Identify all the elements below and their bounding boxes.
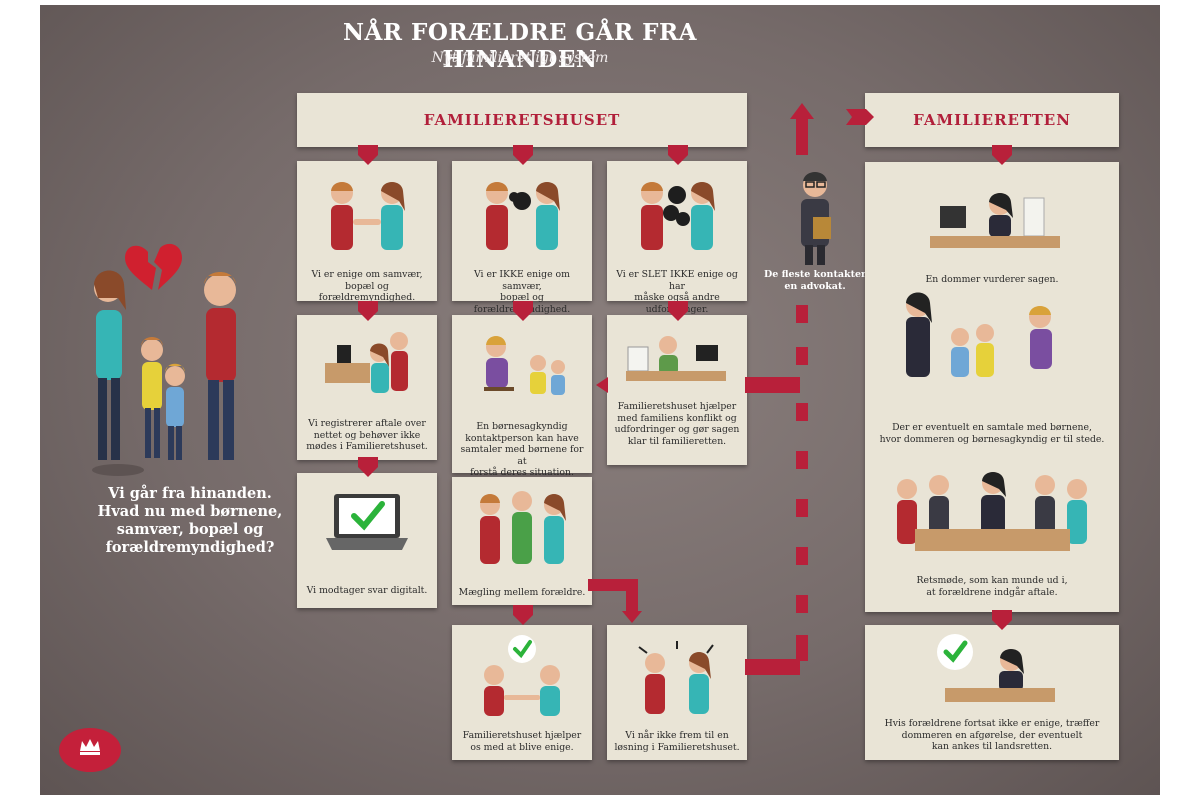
card-agree: Vi er enige om samvær, bopæl og forældre… [297,161,437,303]
caption-court-meeting: Retsmøde, som kan munde ud i, at forældr… [916,575,1068,598]
down-arrow [992,145,1012,165]
argument-illustration [638,641,714,714]
caption-house-helps: Familieretshuset hjælper med familiens k… [614,401,740,447]
caption-register: Vi registrerer aftale over nettet og beh… [306,418,428,452]
card-helped-agree: Familieretshuset hjælper os med at blive… [452,625,592,760]
card-digital: Vi modtager svar digitalt. [297,473,437,608]
card-house-helps: Familieretshuset hjælper med familiens k… [607,315,747,465]
handshake-illustration [331,182,405,250]
caption-digital: Vi modtager svar digitalt. [306,585,428,596]
card-not-agree: Vi er IKKE enige om samvær, bopæl og for… [452,161,592,315]
left-arrow [596,377,608,393]
caption-mediation: Mægling mellem forældre. [458,587,586,598]
down-arrow [992,610,1012,630]
flow-arrows [358,103,1012,675]
checkmark-icon [513,640,532,659]
down-arrow [513,605,533,625]
card-register: Vi registrerer aftale over nettet og beh… [297,315,437,460]
child-talk-illustration [906,292,1052,377]
down-arrow [513,301,533,321]
caption-talk-children: Der er eventuelt en samtale med børnene,… [879,422,1105,445]
card-no-solution: Vi når ikke frem til en løsning i Famili… [607,625,747,760]
caption-verdict: Hvis forældrene fortsat ikke er enige, t… [884,718,1100,752]
down-arrow [358,301,378,321]
checkmark-icon [351,501,385,531]
down-arrow [358,145,378,165]
child-expert-illustration [484,336,565,395]
caseworker-illustration [626,336,726,381]
down-arrow [668,145,688,165]
judge-desk-illustration [930,193,1060,248]
caption-no-solution: Vi når ikke frem til en løsning i Famili… [614,730,740,753]
infographic-poster: NÅR FORÆLDRE GÅR FRA HINANDEN Nyt famili… [40,5,1160,795]
computer-registration-illustration [325,332,408,393]
verdict-illustration [937,634,1055,702]
card-verdict: Hvis forældrene fortsat ikke er enige, t… [865,625,1119,760]
card-not-at-all: Vi er SLET IKKE enige og har måske også … [607,161,747,315]
family-illustration [92,243,236,476]
caption-child-expert: En børnesagkyndig kontaktperson kan have… [460,421,584,478]
conflict-illustration [641,182,715,250]
lawyer-note: De fleste kontakter en advokat. [763,269,867,292]
card-mediation: Mægling mellem forældre. [452,477,592,605]
crown-icon [80,739,100,751]
banner-familieretshuset: FAMILIERETSHUSET [297,93,747,147]
connector [588,579,642,623]
card-child-expert: En børnesagkyndig kontaktperson kan have… [452,315,592,478]
disagree-illustration [486,182,560,250]
agreement-illustration [484,635,560,716]
down-arrow [668,301,688,321]
checkmark-icon [943,640,968,663]
danmarks-domstole-logo [59,728,121,772]
mediation-illustration [480,491,566,564]
page-title: NÅR FORÆLDRE GÅR FRA HINANDEN [343,19,697,73]
caption-agree: Vi er enige om samvær, bopæl og forældre… [311,269,423,303]
caption-judge-assess: En dommer vurderer sagen. [925,274,1059,285]
down-arrow [513,145,533,165]
broken-heart-icon [125,245,156,290]
card-judge-column: En dommer vurderer sagen. Der er eventue… [865,162,1119,612]
connector [745,659,800,675]
down-arrow [358,457,378,477]
laptop-illustration [326,494,408,550]
caption-helped-agree: Familieretshuset hjælper os med at blive… [462,730,582,753]
intro-question: Vi går fra hinanden. Hvad nu med børnene… [97,485,283,556]
lawyer-illustration [801,172,831,265]
banner-familieretten: FAMILIERETTEN [865,93,1119,147]
page-subtitle: Nyt familieretligt system [431,50,609,66]
court-meeting-illustration [897,472,1087,551]
connector [745,377,800,393]
